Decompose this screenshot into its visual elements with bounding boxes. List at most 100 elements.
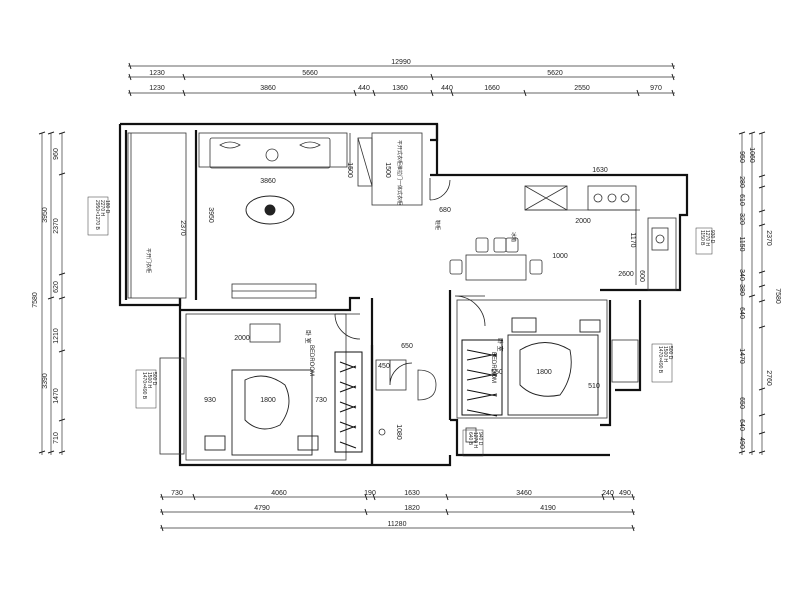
left-dim-labels: 7580 3950 3390 960 2370 620 1210 1470 71… — [32, 148, 60, 444]
bathroom-fixtures — [375, 359, 477, 443]
window-tag-bed1 — [135, 369, 157, 409]
window-bed2-d: 500 D — [667, 346, 673, 360]
dim-bottom-r2: 1820 — [404, 505, 420, 512]
dim-top-r2: 1660 — [484, 85, 500, 92]
dim-top-r1: 1230 — [149, 70, 165, 77]
bottom-dim-ticks — [160, 493, 635, 532]
bed-1 — [204, 369, 319, 456]
window-left-d: 180 D — [104, 200, 110, 214]
dim-right-total: 7580 — [774, 288, 781, 304]
bed2-label-en: BEDROOM — [490, 352, 496, 383]
window-left-b: 2950×1270 B — [94, 200, 100, 231]
dim-top-r2: 3860 — [260, 85, 276, 92]
top-dim-ticks — [128, 62, 675, 97]
note-cabinet: 平开门衣柜 — [145, 248, 152, 273]
dim-right-r1: 1060 — [748, 147, 755, 163]
dim-right-r1: 640 — [738, 419, 745, 431]
dining-table — [449, 237, 543, 281]
bed1-bed: 1800 — [260, 397, 276, 404]
window-tag-left — [87, 196, 109, 236]
dim-right-r2: 2370 — [765, 230, 772, 246]
coffee-table — [245, 195, 295, 225]
shoe-cabinet — [357, 137, 373, 187]
bed1-label-en: BEDROOM — [308, 345, 314, 376]
dim-top-r2: 440 — [441, 85, 453, 92]
window-left-h: 2270 H — [99, 200, 105, 217]
dim-top-r1: 5620 — [547, 70, 563, 77]
dim-right-r1: 1470 — [738, 348, 745, 364]
bed-2 — [507, 317, 601, 416]
dim-left-r1: 620 — [53, 281, 60, 293]
dim-right-r1: 650 — [738, 397, 745, 409]
note-vertical: 平开式衣柜推拉门一体式衣柜 — [396, 140, 403, 205]
dim-right-r1: 950 — [738, 151, 745, 163]
dim-bottom-r1: 240 — [602, 490, 614, 497]
window-tag-bath — [462, 429, 484, 457]
window-bed1-h: 1500 H — [146, 372, 152, 389]
door-650: 650 — [401, 343, 413, 350]
bed1-left: 930 — [204, 397, 216, 404]
wall-detail — [127, 132, 677, 461]
bottom-dim-labels: 730 4060 190 1630 3460 240 490 4790 1820… — [171, 490, 631, 528]
window-bath-b: 640 B — [467, 432, 473, 446]
dim-top-r2: 1360 — [392, 85, 408, 92]
window-kitchen-b: 1150 B — [699, 230, 705, 246]
window-bath-h: 1270 H — [472, 432, 478, 449]
dim-top-r2: 2550 — [574, 85, 590, 92]
bath-450: 450 — [378, 363, 390, 370]
dim-top-r1: 5660 — [302, 70, 318, 77]
wardrobe-bed2 — [461, 339, 503, 417]
window-bed1-d: 500 D — [151, 372, 157, 386]
dim-right-r1: 380 — [738, 284, 745, 296]
dim-left-r1: 710 — [53, 432, 60, 444]
dim-left-r1: 1470 — [53, 388, 60, 404]
bed1-right: 730 — [315, 397, 327, 404]
dim-bottom-r2: 4790 — [254, 505, 270, 512]
bed1-width: 2000 — [234, 335, 250, 342]
window-bed2-b: 1470×490 B — [657, 346, 663, 374]
top-dim-labels: 12990 1230 5660 5620 1230 3860 440 1360 … — [149, 59, 662, 92]
dim-left-r2: 3390 — [42, 373, 49, 389]
dim-bottom-r1: 490 — [619, 490, 631, 497]
dim-right-r1: 1150 — [738, 236, 745, 251]
left-dim-ticks — [38, 131, 66, 454]
right-dim-labels: 7580 2370 2760 1060 950 280 610 320 1150… — [738, 147, 781, 449]
dim-top-total: 12990 — [391, 59, 411, 66]
desk-bed1 — [249, 323, 281, 343]
dim-right-r2: 2760 — [765, 370, 772, 386]
dim-left-r1: 960 — [53, 148, 60, 160]
bed1-label-cn: 卧 室 — [304, 330, 312, 344]
sofa-width: 1500 — [346, 162, 353, 178]
bed2-bed: 1800 — [536, 369, 552, 376]
dining-length: 2600 — [618, 271, 634, 278]
window-tag-bed2 — [651, 343, 673, 383]
dim-right-r1: 280 — [738, 176, 745, 188]
bed2-label-cn: 卧 室 — [496, 338, 504, 352]
note-kitchen: 冰箱 — [510, 232, 517, 242]
dim-left-r1: 1210 — [53, 328, 60, 344]
dim-top-r2: 440 — [358, 85, 370, 92]
dimension-lines — [41, 65, 763, 529]
right-dim-ticks — [738, 131, 766, 454]
kitchen-counter — [524, 185, 669, 285]
living-width: 3860 — [260, 178, 276, 185]
dim-bottom-r1: 3460 — [516, 490, 532, 497]
bed2-right: 510 — [588, 383, 600, 390]
dim-right-r1: 610 — [738, 194, 745, 206]
dim-bottom-r1: 1630 — [404, 490, 420, 497]
kitchen-600: 600 — [638, 270, 645, 282]
window-kitchen-d: 930 D — [709, 230, 715, 244]
living-height-2: 2370 — [179, 220, 186, 236]
tv-wall-width: 1500 — [384, 162, 391, 178]
window-bed2-h: 1500 H — [662, 346, 668, 363]
doors — [334, 178, 486, 386]
dim-bottom-r1: 190 — [364, 490, 376, 497]
dim-right-r1: 490 — [738, 437, 745, 449]
kitchen-width: 1630 — [592, 167, 608, 174]
dim-bottom-total: 11280 — [388, 521, 407, 528]
wardrobe-bed1 — [334, 351, 363, 453]
dim-bottom-r2: 4190 — [540, 505, 556, 512]
window-tags: 2950×1270 B 2270 H 180 D 1470×490 B 1500… — [87, 196, 715, 457]
dim-right-r1: 320 — [738, 213, 745, 225]
